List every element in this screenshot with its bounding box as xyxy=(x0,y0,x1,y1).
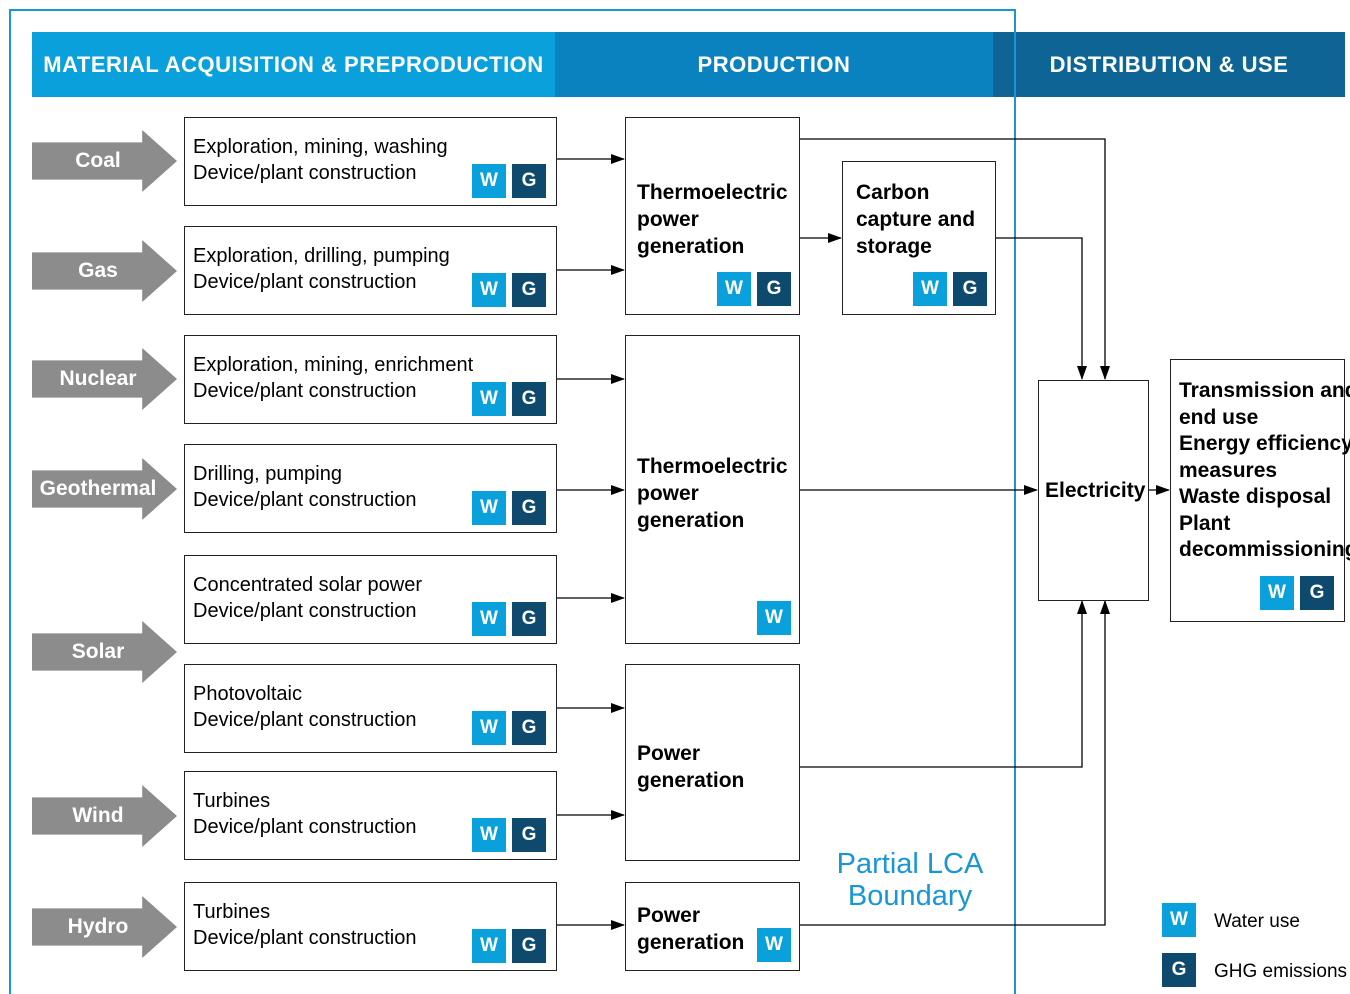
partial-lca-boundary xyxy=(9,9,1016,994)
ghg-badge: G xyxy=(512,382,546,416)
ccs-title-line: Carbon xyxy=(856,181,930,204)
electricity-label: Electricity xyxy=(1045,479,1146,502)
production-title-line: generation xyxy=(637,769,745,792)
stage-line2: Device/plant construction xyxy=(193,709,417,731)
production-title-line: generation xyxy=(637,931,745,954)
stage-line1: Turbines xyxy=(193,790,271,812)
water-badge: W xyxy=(757,601,791,635)
production-title-line: power xyxy=(637,208,699,231)
water-badge: W xyxy=(472,929,506,963)
ghg-badge: G xyxy=(953,272,987,306)
ccs-title-line: capture and xyxy=(856,208,976,231)
source-wind-label: Wind xyxy=(72,804,124,827)
header-material-label: MATERIAL ACQUISITION & PREPRODUCTION xyxy=(43,51,544,77)
production-title-line: generation xyxy=(637,235,745,258)
header-distribution-label: DISTRIBUTION & USE xyxy=(1049,51,1289,77)
water-badge: W xyxy=(717,272,751,306)
header-production: PRODUCTION xyxy=(555,32,993,97)
legend-ghg-label: GHG emissions xyxy=(1214,961,1348,982)
thermoelectric-nonfossil-box: Thermoelectric power generation W xyxy=(625,335,800,644)
water-badge: W xyxy=(472,491,506,525)
end-use-line: end use xyxy=(1179,405,1259,429)
stage-line1: Exploration, mining, enrichment xyxy=(193,354,474,376)
water-badge: W xyxy=(472,818,506,852)
water-badge: W xyxy=(472,164,506,198)
source-solar-label: Solar xyxy=(71,640,125,663)
stage-line2: Device/plant construction xyxy=(193,380,417,402)
source-gas-label: Gas xyxy=(78,259,118,282)
hydro-power-generation-box: Power generation W xyxy=(625,882,800,971)
stage-line2: Device/plant construction xyxy=(193,271,417,293)
end-use-line: Plant xyxy=(1179,511,1231,535)
production-title-line: Power xyxy=(637,904,701,927)
source-geothermal-label: Geothermal xyxy=(39,477,157,500)
stage-line2: Device/plant construction xyxy=(193,489,417,511)
water-badge: W xyxy=(472,273,506,307)
ghg-badge: G xyxy=(512,273,546,307)
ghg-badge: G xyxy=(512,491,546,525)
partial-lca-boundary-label: Partial LCA Boundary xyxy=(835,848,985,912)
electricity-box: Electricity xyxy=(1038,380,1149,601)
legend: W Water use G GHG emissions xyxy=(1162,903,1347,987)
end-use-line: measures xyxy=(1179,458,1278,482)
water-badge: W xyxy=(757,928,791,962)
boundary-line1: Partial LCA xyxy=(836,848,984,880)
ghg-badge: G xyxy=(512,929,546,963)
legend-water-label: Water use xyxy=(1214,911,1300,932)
end-use-line: Transmission and xyxy=(1179,379,1350,402)
header-distribution-use: DISTRIBUTION & USE xyxy=(993,32,1345,97)
stage-line1: Drilling, pumping xyxy=(193,463,342,485)
thermoelectric-fossil-box: Thermoelectric power generation W G xyxy=(625,117,800,315)
end-use-line: Waste disposal xyxy=(1179,485,1332,508)
ghg-badge: G xyxy=(512,818,546,852)
production-title-line: Power xyxy=(637,742,701,765)
production-title-line: generation xyxy=(637,509,745,532)
stage-line2: Device/plant construction xyxy=(193,600,417,622)
stage-line1: Photovoltaic xyxy=(193,683,302,705)
end-use-line: decommissioning xyxy=(1179,538,1350,561)
ghg-badge: G xyxy=(1300,576,1334,610)
power-generation-box: Power generation xyxy=(625,664,800,861)
ccs-title-line: storage xyxy=(856,235,932,258)
ghg-badge: G xyxy=(512,602,546,636)
stage-line1: Exploration, drilling, pumping xyxy=(193,245,450,267)
water-badge: W xyxy=(1260,576,1294,610)
stage-line1: Exploration, mining, washing xyxy=(193,136,448,158)
carbon-capture-box: Carbon capture and storage W G xyxy=(842,161,996,315)
legend-water-badge: W xyxy=(1162,903,1196,937)
production-title-line: Thermoelectric xyxy=(637,455,788,478)
end-use-line: Energy efficiency xyxy=(1179,432,1350,455)
stage-line2: Device/plant construction xyxy=(193,162,417,184)
legend-ghg-badge: G xyxy=(1162,953,1196,987)
water-badge: W xyxy=(472,602,506,636)
stage-line1: Turbines xyxy=(193,901,271,923)
stage-line2: Device/plant construction xyxy=(193,927,417,949)
header-production-label: PRODUCTION xyxy=(697,51,851,77)
end-use-box: Transmission and end use Energy efficien… xyxy=(1170,359,1350,622)
stage-line1: Concentrated solar power xyxy=(193,574,423,596)
ghg-badge: G xyxy=(757,272,791,306)
ghg-badge: G xyxy=(512,164,546,198)
production-title-line: Thermoelectric xyxy=(637,181,788,204)
source-nuclear-label: Nuclear xyxy=(59,367,137,390)
water-badge: W xyxy=(472,711,506,745)
boundary-line2: Boundary xyxy=(847,880,973,912)
source-hydro-label: Hydro xyxy=(67,915,129,938)
ghg-badge: G xyxy=(512,711,546,745)
water-badge: W xyxy=(472,382,506,416)
stage-line2: Device/plant construction xyxy=(193,816,417,838)
source-coal-label: Coal xyxy=(75,149,121,172)
header-material-acquisition: MATERIAL ACQUISITION & PREPRODUCTION xyxy=(32,32,555,97)
production-title-line: power xyxy=(637,482,699,505)
water-badge: W xyxy=(913,272,947,306)
